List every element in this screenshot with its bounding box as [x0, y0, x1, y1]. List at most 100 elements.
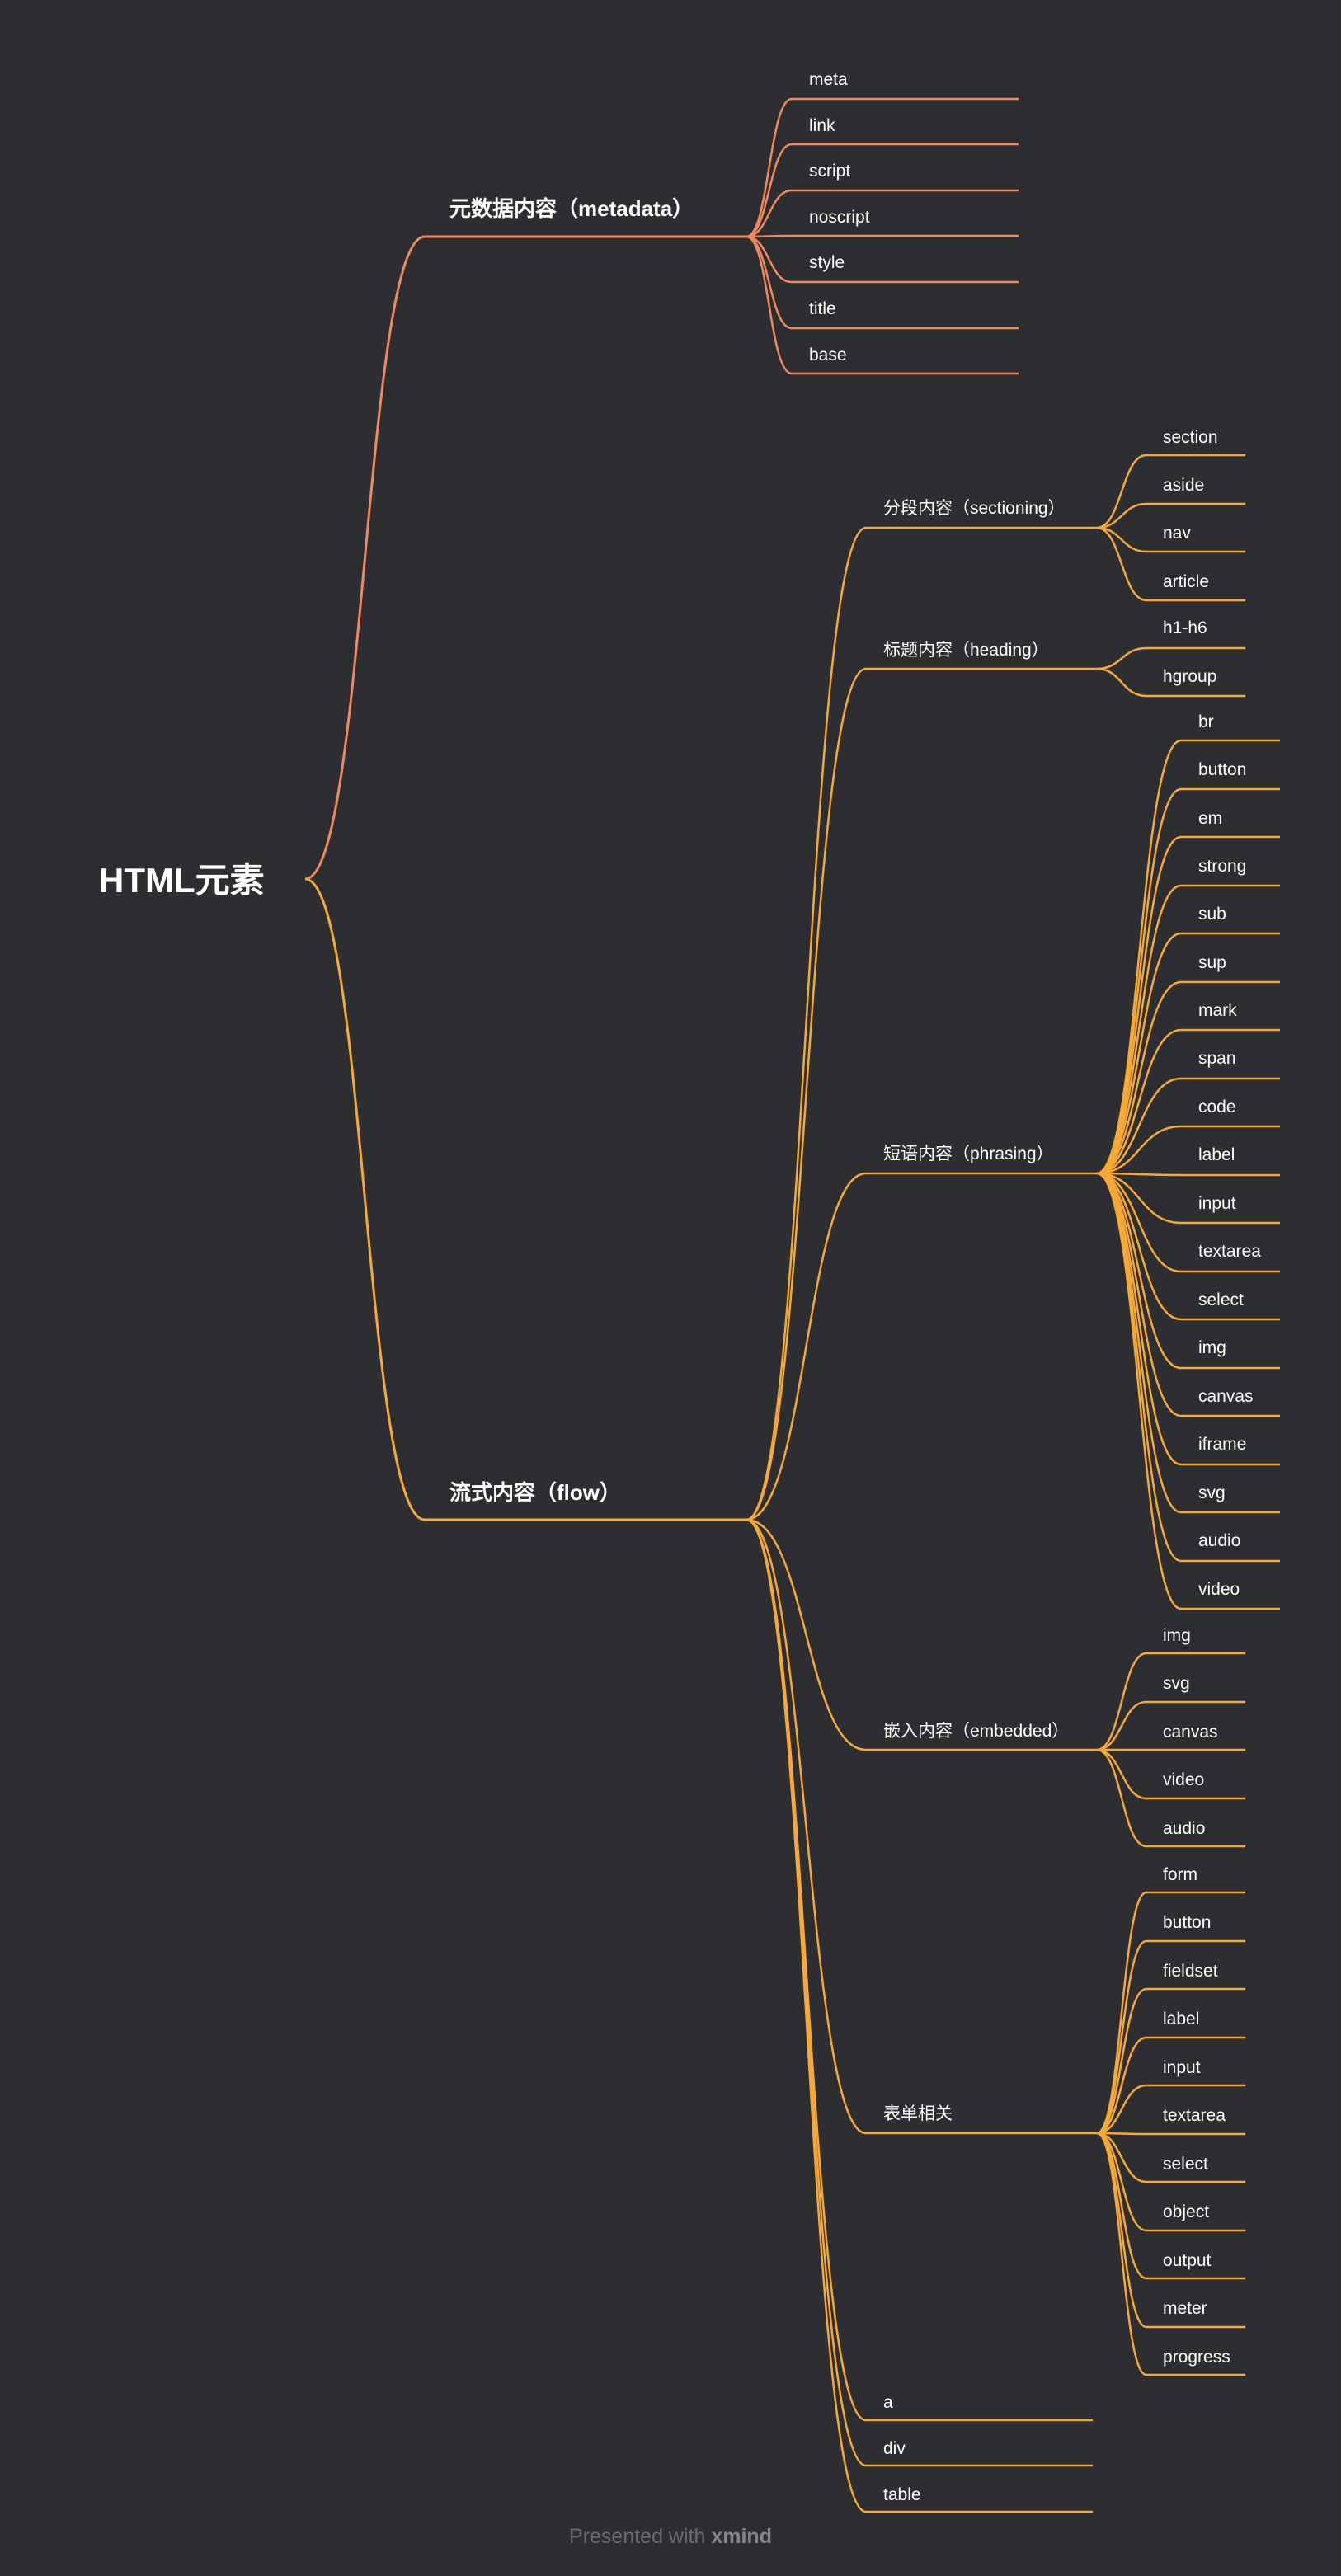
leaf-embedded[interactable]: canvas — [1163, 1723, 1218, 1742]
leaf-form[interactable]: fieldset — [1163, 1962, 1218, 1981]
leaf-form[interactable]: input — [1163, 2058, 1201, 2077]
leaf-connector — [1096, 1939, 1147, 2135]
leaf-form[interactable]: select — [1163, 2155, 1208, 2174]
branch-connector — [746, 1518, 867, 2422]
leaf-metadata[interactable]: base — [809, 346, 847, 364]
branch-connector — [746, 1172, 867, 1521]
branch-connector — [304, 235, 426, 881]
xmind-logo[interactable]: xmind — [711, 2525, 772, 2548]
leaf-connector — [1096, 884, 1182, 1175]
leaf-metadata[interactable]: noscript — [809, 208, 870, 227]
leaf-connector — [1096, 1172, 1182, 1321]
leaf-phrasing[interactable]: input — [1198, 1194, 1236, 1213]
topic-metadata[interactable]: 元数据内容（metadata） — [449, 196, 694, 221]
leaf-connector — [1096, 1891, 1147, 2135]
leaf-connector — [746, 235, 793, 375]
leaf-form[interactable]: meter — [1163, 2299, 1207, 2318]
branch-connector — [746, 526, 867, 1521]
leaf-phrasing[interactable]: canvas — [1198, 1387, 1254, 1406]
leaf-connector — [1096, 739, 1182, 1175]
leaf-connector — [1096, 454, 1147, 529]
leaf-metadata[interactable]: script — [809, 162, 851, 181]
leaf-connector — [1096, 1077, 1182, 1175]
branch-connector — [304, 877, 426, 1521]
leaf-phrasing[interactable]: sub — [1198, 905, 1226, 924]
leaf-phrasing[interactable]: span — [1198, 1049, 1236, 1068]
leaf-phrasing[interactable]: label — [1198, 1145, 1235, 1164]
branch-connector — [746, 1518, 867, 2513]
leaf-form[interactable]: textarea — [1163, 2106, 1226, 2125]
leaf-embedded[interactable]: audio — [1163, 1819, 1206, 1838]
leaf-connector — [1096, 526, 1147, 553]
leaf-connector — [1096, 1748, 1147, 1800]
leaf-embedded[interactable]: video — [1163, 1770, 1205, 1789]
leaf-connector — [1096, 1748, 1147, 1848]
topic-flow[interactable]: 流式内容（flow） — [449, 1480, 621, 1505]
leaf-connector — [1096, 1172, 1182, 1466]
leaf-form[interactable]: button — [1163, 1913, 1212, 1932]
leaf-flow-direct[interactable]: a — [883, 2393, 893, 2412]
leaf-metadata[interactable]: link — [809, 116, 835, 135]
branch-connector — [746, 1518, 867, 1751]
leaf-metadata[interactable]: meta — [809, 70, 848, 89]
leaf-connector — [1096, 1172, 1182, 1370]
topic-embedded[interactable]: 嵌入内容（embedded） — [883, 1722, 1070, 1741]
leaf-connector — [1096, 667, 1147, 698]
leaf-heading[interactable]: h1-h6 — [1163, 618, 1207, 637]
leaf-sectioning[interactable]: section — [1163, 428, 1218, 447]
leaf-form[interactable]: progress — [1163, 2348, 1230, 2367]
leaf-sectioning[interactable]: article — [1163, 572, 1210, 591]
leaf-flow-direct[interactable]: div — [883, 2439, 906, 2458]
branch-connector — [746, 1518, 867, 2467]
leaf-embedded[interactable]: img — [1163, 1626, 1191, 1645]
topic-sectioning[interactable]: 分段内容（sectioning） — [883, 499, 1066, 518]
leaf-flow-direct[interactable]: table — [883, 2485, 921, 2504]
leaf-connector — [1096, 980, 1182, 1175]
leaf-metadata[interactable]: style — [809, 253, 845, 272]
topic-heading[interactable]: 标题内容（heading） — [883, 641, 1049, 660]
leaf-form[interactable]: label — [1163, 2010, 1200, 2028]
leaf-connector — [1096, 502, 1147, 529]
leaf-connector — [1096, 932, 1182, 1175]
leaf-phrasing[interactable]: video — [1198, 1580, 1240, 1599]
leaf-connector — [746, 189, 793, 238]
leaf-form[interactable]: object — [1163, 2202, 1210, 2221]
leaf-phrasing[interactable]: select — [1198, 1290, 1244, 1309]
leaf-form[interactable]: output — [1163, 2251, 1212, 2270]
leaf-connector — [1096, 1987, 1147, 2135]
leaf-connector — [1096, 2132, 1147, 2329]
leaf-phrasing[interactable]: button — [1198, 760, 1247, 779]
leaf-phrasing[interactable]: audio — [1198, 1531, 1241, 1550]
leaf-metadata[interactable]: title — [809, 299, 836, 318]
leaf-connector — [1096, 2084, 1147, 2135]
leaf-connector — [1096, 835, 1182, 1175]
leaf-connector — [1096, 2132, 1147, 2376]
leaf-phrasing[interactable]: em — [1198, 809, 1223, 828]
topic-phrasing[interactable]: 短语内容（phrasing） — [883, 1145, 1054, 1163]
leaf-phrasing[interactable]: sup — [1198, 953, 1226, 972]
leaf-connector — [1096, 646, 1147, 670]
leaf-phrasing[interactable]: textarea — [1198, 1242, 1261, 1261]
leaf-phrasing[interactable]: mark — [1198, 1001, 1237, 1020]
leaf-heading[interactable]: hgroup — [1163, 667, 1217, 686]
leaf-phrasing[interactable]: svg — [1198, 1483, 1226, 1502]
topic-form[interactable]: 表单相关 — [883, 2104, 953, 2123]
leaf-phrasing[interactable]: iframe — [1198, 1435, 1247, 1454]
leaf-connector — [1096, 1700, 1147, 1751]
leaf-embedded[interactable]: svg — [1163, 1674, 1190, 1693]
leaf-phrasing[interactable]: br — [1198, 712, 1214, 731]
leaf-phrasing[interactable]: img — [1198, 1338, 1226, 1357]
root-topic[interactable]: HTML元素 — [99, 861, 265, 900]
leaf-sectioning[interactable]: aside — [1163, 476, 1205, 495]
leaf-connector — [1096, 1172, 1182, 1225]
leaf-connector — [746, 143, 793, 238]
leaf-sectioning[interactable]: nav — [1163, 524, 1191, 543]
leaf-phrasing[interactable]: code — [1198, 1098, 1236, 1116]
leaf-connector — [1096, 1172, 1182, 1177]
leaf-connector — [1096, 1172, 1182, 1417]
leaf-connector — [1096, 526, 1147, 602]
leaf-phrasing[interactable]: strong — [1198, 857, 1247, 876]
leaf-connector — [1096, 1172, 1182, 1563]
leaf-form[interactable]: form — [1163, 1865, 1197, 1884]
leaf-connector — [1096, 2132, 1147, 2280]
